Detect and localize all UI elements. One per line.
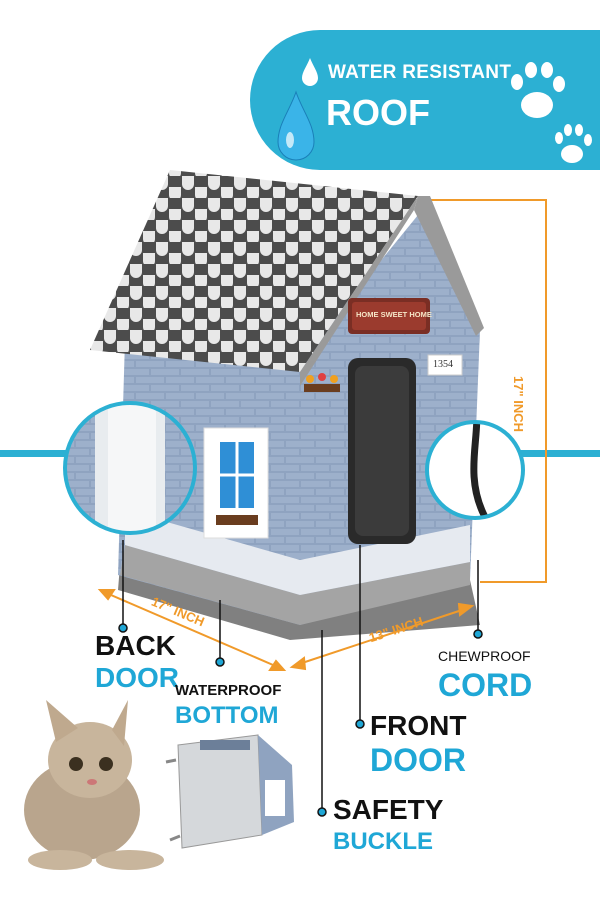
chewproof-label-1: CHEWPROOF bbox=[438, 648, 531, 664]
kitten-photo bbox=[24, 700, 164, 870]
height-dimension bbox=[420, 199, 547, 583]
banner-line2: ROOF bbox=[326, 92, 430, 133]
waterproof-label-2: BOTTOM bbox=[175, 702, 279, 729]
cat-house bbox=[90, 170, 484, 640]
dimension-lines bbox=[97, 589, 475, 671]
back-door-inset bbox=[63, 401, 197, 535]
cord-inset bbox=[425, 420, 525, 520]
house-sign: HOME SWEET HOME bbox=[356, 310, 432, 319]
paw-print-icon bbox=[511, 62, 592, 163]
safety-label-2: BUCKLE bbox=[333, 828, 433, 855]
front-door-label-1: FRONT bbox=[370, 710, 467, 741]
front-door-label-2: DOOR bbox=[370, 742, 466, 778]
banner-line1: WATER RESISTANT bbox=[328, 62, 512, 83]
chewproof-label-2: CORD bbox=[438, 667, 533, 703]
waterproof-label-1: WATERPROOF bbox=[175, 682, 282, 699]
back-door-label-1: BACK bbox=[95, 630, 176, 661]
callout-lines bbox=[118, 540, 483, 817]
folded-house-photo bbox=[165, 734, 294, 849]
back-door-label-2: DOOR bbox=[95, 662, 179, 693]
house-number: 1354 bbox=[433, 359, 453, 370]
water-drop-icon bbox=[277, 58, 318, 161]
height-dimension-label: 17" INCH bbox=[511, 376, 526, 433]
safety-label-1: SAFETY bbox=[333, 794, 444, 825]
